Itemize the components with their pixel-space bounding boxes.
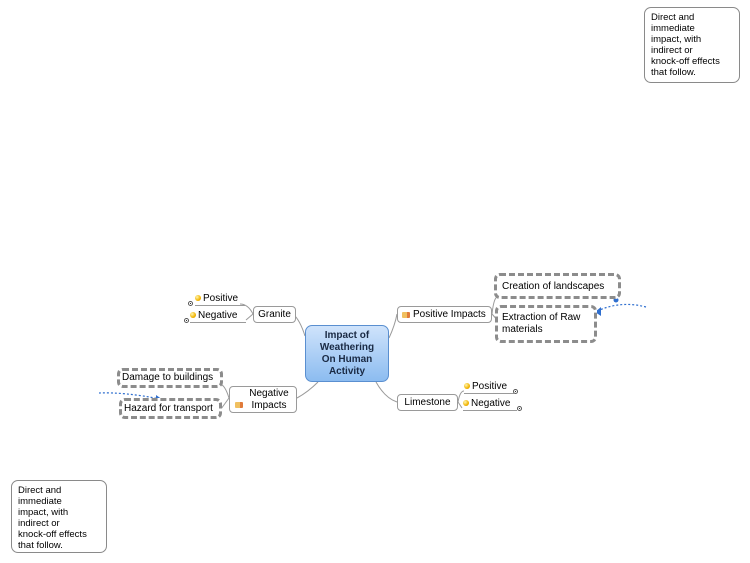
limestone-negative-label: Negative — [471, 397, 511, 409]
granite-negative[interactable]: Negative — [190, 308, 246, 323]
branch-limestone[interactable]: Limestone — [397, 394, 458, 411]
branch-positive-impacts[interactable]: Positive Impacts — [397, 306, 492, 323]
branch-negative-impacts[interactable]: Negative Impacts — [229, 386, 297, 413]
star-icon — [463, 400, 469, 406]
pencil-icon — [235, 401, 243, 408]
topic-creation-of-landscapes[interactable]: Creation of landscapes — [502, 281, 605, 292]
relationship-arrowhead-right — [595, 307, 601, 316]
branch-limestone-label: Limestone — [404, 397, 451, 408]
relationship-line-right — [594, 303, 647, 313]
expand-toggle-limestone-positive[interactable] — [513, 389, 518, 394]
rough-box-damage — [117, 368, 223, 388]
connector-granite-negative — [245, 313, 254, 321]
note-top-right[interactable]: Direct and immediate impact, with indire… — [644, 7, 740, 83]
topic-damage-to-buildings[interactable]: Damage to buildings — [122, 372, 214, 383]
connector-limestone-positive — [457, 390, 465, 403]
connector-limestone — [375, 381, 398, 403]
star-icon — [464, 383, 470, 389]
limestone-positive[interactable]: Positive — [464, 379, 514, 394]
rough-box-extraction — [495, 305, 597, 343]
central-topic[interactable]: Impact of Weathering On Human Activity — [305, 325, 389, 382]
limestone-negative[interactable]: Negative — [463, 396, 517, 411]
connector-limestone-negative — [457, 401, 463, 409]
relationship-line-left — [98, 392, 161, 400]
connector-granite-positive — [239, 303, 254, 315]
granite-negative-label: Negative — [198, 309, 238, 321]
branch-granite[interactable]: Granite — [253, 306, 296, 323]
branch-positive-impacts-label: Positive Impacts — [413, 309, 486, 320]
expand-toggle-granite-negative[interactable] — [184, 318, 189, 323]
connector-hazard — [220, 397, 230, 410]
granite-positive-label: Positive — [203, 292, 239, 304]
topic-hazard-for-transport[interactable]: Hazard for transport — [124, 403, 213, 414]
expand-toggle-limestone-negative[interactable] — [517, 406, 522, 411]
branch-negative-impacts-label: Negative Impacts — [249, 387, 289, 411]
connector-positive-impacts — [388, 313, 398, 339]
topic-extraction-of-raw-materials[interactable]: Extraction of Raw materials — [502, 312, 581, 335]
star-icon — [190, 312, 196, 318]
limestone-positive-label: Positive — [472, 380, 508, 392]
connector-negative-impacts — [296, 381, 319, 399]
pencil-icon — [402, 311, 410, 318]
rough-box-hazard — [119, 398, 222, 419]
star-icon — [195, 295, 201, 301]
branch-granite-label: Granite — [258, 309, 291, 320]
note-bottom-left[interactable]: Direct and immediate impact, with indire… — [11, 480, 107, 553]
granite-positive[interactable]: Positive — [195, 291, 245, 306]
expand-toggle-granite-positive[interactable] — [188, 301, 193, 306]
rough-box-creation — [494, 273, 621, 299]
